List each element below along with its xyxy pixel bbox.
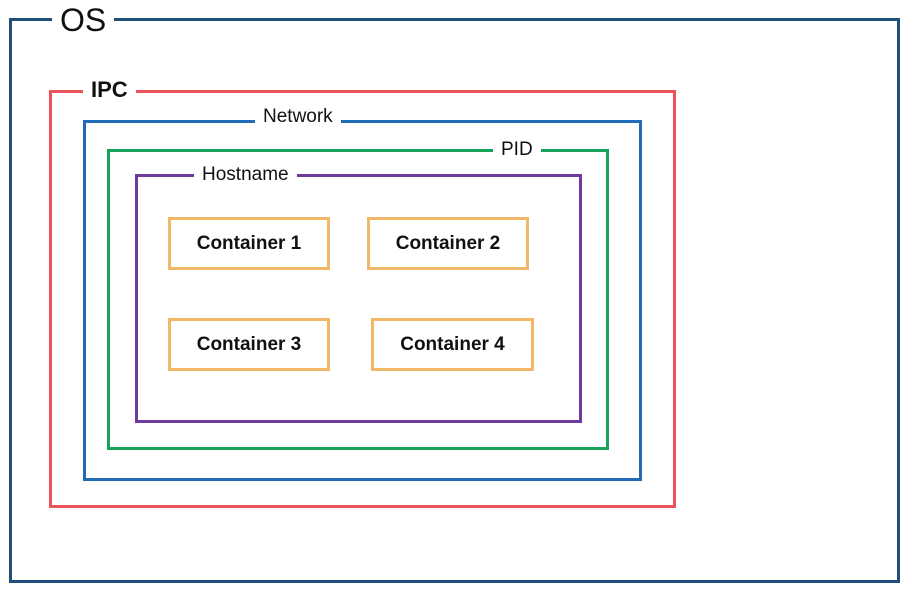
ipc-boundary: [49, 90, 676, 508]
network-label: Network: [255, 107, 341, 126]
network-boundary: [83, 120, 642, 481]
pid-label: PID: [493, 140, 541, 159]
container-3: Container 3: [168, 318, 330, 371]
ipc-label: IPC: [83, 79, 136, 101]
container-2-label: Container 2: [395, 232, 501, 254]
container-1-label: Container 1: [196, 232, 302, 254]
hostname-label: Hostname: [194, 165, 297, 184]
container-1: Container 1: [168, 217, 330, 270]
container-2: Container 2: [367, 217, 529, 270]
container-4-label: Container 4: [400, 333, 505, 355]
container-3-label: Container 3: [196, 333, 302, 355]
os-boundary: [9, 18, 900, 583]
os-label: OS: [52, 4, 115, 36]
pid-boundary: [107, 149, 609, 450]
container-4: Container 4: [371, 318, 534, 371]
hostname-boundary: [135, 174, 582, 423]
